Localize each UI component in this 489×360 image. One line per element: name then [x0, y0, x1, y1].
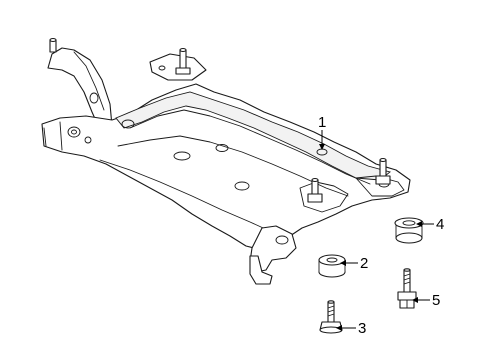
callout-4: 4: [416, 216, 444, 233]
callout-3: 3: [336, 320, 366, 337]
callout-3-label: 3: [358, 320, 366, 337]
callout-4-label: 4: [436, 216, 444, 233]
callout-5: 5: [412, 292, 440, 309]
callout-2-label: 2: [360, 255, 368, 272]
callout-1-label: 1: [318, 114, 326, 131]
bolt-part-5: [397, 268, 417, 309]
callout-1: 1: [318, 114, 326, 150]
bushing-part-4: [394, 217, 424, 244]
callout-2: 2: [340, 255, 368, 272]
bushing-part-2: [318, 254, 346, 278]
callout-5-label: 5: [432, 292, 440, 309]
subframe-part-1: [41, 37, 411, 285]
